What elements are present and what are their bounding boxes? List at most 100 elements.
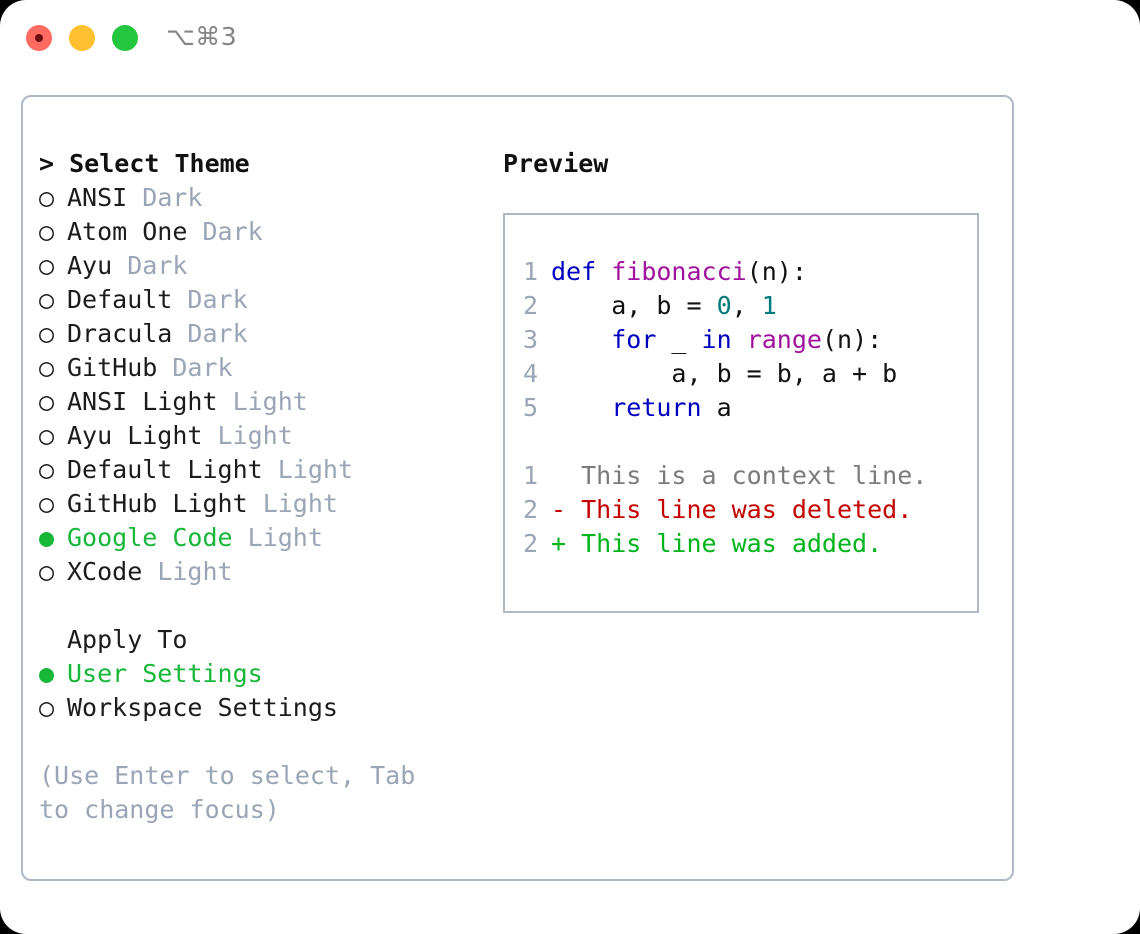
code-token-function: range [746,325,822,354]
maximize-button-icon[interactable] [112,25,138,51]
main-panel: > Select Theme ○ ANSI Dark ○ Atom One Dark… [21,95,1014,881]
radio-selected-icon[interactable]: ● [39,659,55,688]
diff-line-context: 1 This is a context line. [523,459,971,493]
theme-list-item-google-code-light[interactable]: ●Google Code Light [39,521,499,555]
theme-list-item-ansi-dark[interactable]: ○ ANSI Dark [39,181,499,215]
theme-list-item-default-light[interactable]: ○ Default Light Light [39,453,499,487]
theme-label: Default [67,285,173,314]
theme-label: Ayu Light [67,421,203,450]
line-number: 4 [523,359,539,388]
theme-list-item-github-light[interactable]: ○ GitHub Light Light [39,487,499,521]
radio-icon[interactable]: ○ [39,251,55,280]
theme-list-item-xcode-light[interactable]: ○ XCode Light [39,555,499,589]
code-line: 2 a, b = 0, 1 [523,289,971,323]
code-token-plain: _ [656,325,702,354]
code-token-function: fibonacci [611,257,747,286]
theme-suffix: Dark [172,353,233,382]
hint-spacer [39,725,499,759]
theme-suffix: Dark [127,251,188,280]
theme-list-item-atom-one-dark[interactable]: ○Atom One Dark [39,215,499,249]
preview-title: Preview [503,149,609,178]
diff-text: This line was added. [566,529,883,558]
theme-label: GitHub [67,353,158,382]
theme-list-item-dracula-dark[interactable]: ○Dracula Dark [39,317,499,351]
line-number: 1 [523,257,539,286]
code-blank-line [523,425,971,459]
apply-to-title: Apply To [67,625,188,654]
radio-icon[interactable]: ○ [39,693,55,722]
theme-label: Dracula [67,319,173,348]
theme-suffix: Dark [187,285,248,314]
radio-icon[interactable]: ○ [39,353,55,382]
apply-to-item-user-settings[interactable]: ●User Settings [39,657,499,691]
preview-column: Preview 1 def fibonacci(n): 2 a, b = 0, 1… [503,147,1003,613]
theme-suffix: Light [277,455,353,484]
line-number: 3 [523,325,539,354]
diff-marker: - [551,495,567,524]
diff-marker: + [551,529,567,558]
theme-label: GitHub Light [67,489,248,518]
minimize-button-icon[interactable] [69,25,95,51]
code-token-number: 1 [761,291,777,320]
radio-icon[interactable]: ○ [39,285,55,314]
theme-list-item-ayu-dark[interactable]: ○ Ayu Dark [39,249,499,283]
code-token-number: 0 [716,291,732,320]
theme-list: ○ ANSI Dark ○ Atom One Dark ○ Ayu Dark ○ Def… [39,181,499,589]
prompt-caret: > [39,149,70,178]
code-token-plain: a, b = b, a + b [551,359,898,388]
title-bar: ⌥⌘3 [0,0,1140,78]
radio-icon[interactable]: ○ [39,557,55,586]
line-number: 1 [523,461,539,490]
code-token-plain [551,393,611,422]
diff-line-deleted: 2- This line was deleted. [523,493,971,527]
theme-suffix: Light [217,421,293,450]
diff-line-added: 2+ This line was added. [523,527,971,561]
theme-label: Ayu [67,251,113,280]
radio-icon[interactable]: ○ [39,455,55,484]
preview-code-box: 1 def fibonacci(n): 2 a, b = 0, 1 3 for _… [503,213,979,613]
code-token-plain: a, b = [551,291,717,320]
theme-suffix: Light [262,489,338,518]
theme-label: ANSI Light [67,387,218,416]
line-number: 5 [523,393,539,422]
code-token-plain: , [731,291,762,320]
radio-icon[interactable]: ○ [39,217,55,246]
diff-text: This is a context line. [566,461,928,490]
apply-to-list: ●User Settings ○ Workspace Settings [39,657,499,725]
theme-list-item-ayu-light[interactable]: ○ Ayu Light Light [39,419,499,453]
apply-to-label: Workspace Settings [67,693,338,722]
apply-to-item-workspace-settings[interactable]: ○ Workspace Settings [39,691,499,725]
diff-marker [551,461,566,490]
theme-label: Google Code [67,523,233,552]
theme-suffix: Dark [142,183,203,212]
radio-icon[interactable]: ○ [39,421,55,450]
theme-label: Atom One [67,217,188,246]
theme-label: Default Light [67,455,263,484]
line-number: 2 [523,495,539,524]
code-token-plain [551,325,611,354]
radio-icon[interactable]: ○ [39,387,55,416]
theme-selection-column: > Select Theme ○ ANSI Dark ○ Atom One Dark… [39,147,499,827]
radio-icon[interactable]: ○ [39,489,55,518]
theme-list-item-default-dark[interactable]: ○ Default Dark [39,283,499,317]
code-token-plain: (n): [746,257,807,286]
radio-selected-icon[interactable]: ● [39,523,55,552]
preview-code-content: 1 def fibonacci(n): 2 a, b = 0, 1 3 for _… [523,255,971,561]
radio-icon[interactable]: ○ [39,319,55,348]
code-token-keyword: for [611,325,657,354]
theme-suffix: Light [157,557,233,586]
theme-label: ANSI [67,183,128,212]
code-token-keyword: def [551,257,612,286]
theme-list-item-ansi-light[interactable]: ○ANSI Light Light [39,385,499,419]
radio-icon[interactable]: ○ [39,183,55,212]
code-line: 4 a, b = b, a + b [523,357,971,391]
code-token-keyword: in [701,325,732,354]
window-controls [26,25,138,51]
code-line: 1 def fibonacci(n): [523,255,971,289]
page-title-label: Select Theme [69,149,250,178]
theme-list-item-github-dark[interactable]: ○ GitHub Dark [39,351,499,385]
close-button-icon[interactable] [26,25,52,51]
diff-text: This line was deleted. [566,495,913,524]
theme-label: XCode [67,557,143,586]
